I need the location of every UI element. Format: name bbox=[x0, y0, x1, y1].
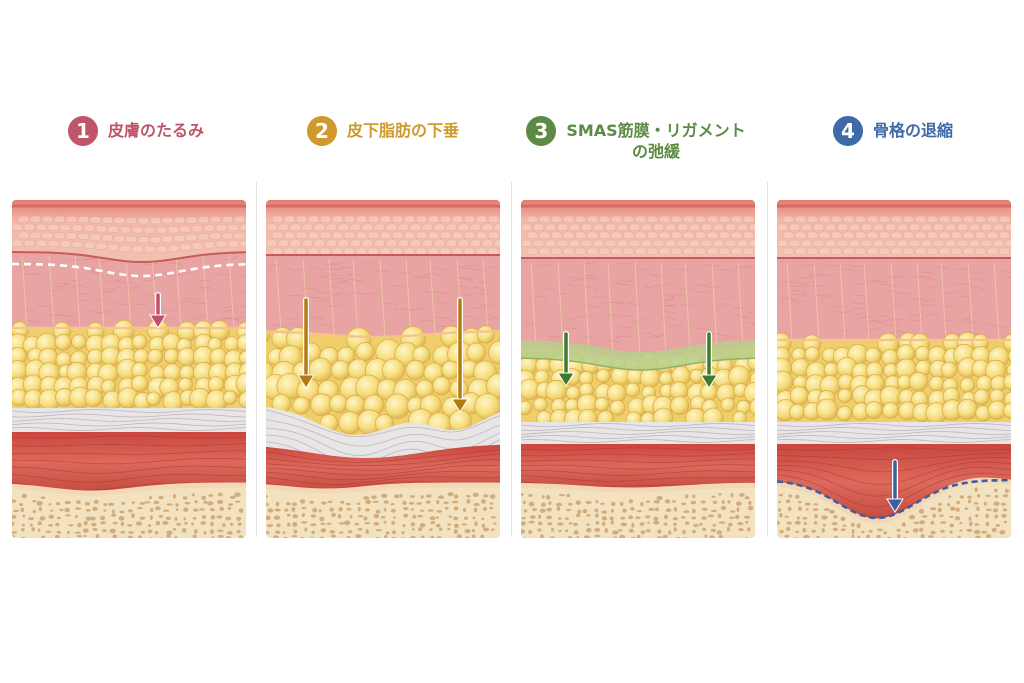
panel-smas-laxity bbox=[521, 200, 755, 538]
panel-divider bbox=[511, 182, 512, 537]
panel-divider bbox=[767, 182, 768, 537]
panel-bone-resorption bbox=[777, 200, 1011, 538]
panel-fat-ptosis bbox=[266, 200, 500, 538]
step-badge: 3 bbox=[526, 116, 557, 146]
step-badge: 1 bbox=[67, 116, 98, 146]
panel-divider bbox=[256, 182, 257, 537]
step-badge: 2 bbox=[306, 116, 337, 146]
tissue-illustration bbox=[266, 200, 500, 538]
panel-skin-sagging bbox=[12, 200, 246, 538]
tissue-illustration bbox=[12, 200, 246, 538]
step-title: 皮下脂肪の下垂 bbox=[346, 121, 459, 140]
step-title-line2: の弛緩 bbox=[631, 142, 680, 161]
heading-fat-ptosis: 2 皮下脂肪の下垂 bbox=[267, 116, 499, 146]
heading-smas-laxity: 3 SMAS筋膜・リガメント の弛緩 bbox=[520, 116, 752, 162]
step-title: 骨格の退縮 bbox=[872, 121, 953, 140]
step-title: SMAS筋膜・リガメント bbox=[566, 121, 746, 140]
heading-skin-sagging: 1 皮膚のたるみ bbox=[20, 116, 252, 146]
step-badge: 4 bbox=[832, 116, 863, 146]
heading-bone-resorption: 4 骨格の退縮 bbox=[777, 116, 1009, 146]
step-title: 皮膚のたるみ bbox=[107, 121, 204, 140]
tissue-illustration bbox=[777, 200, 1011, 538]
tissue-illustration bbox=[521, 200, 755, 538]
